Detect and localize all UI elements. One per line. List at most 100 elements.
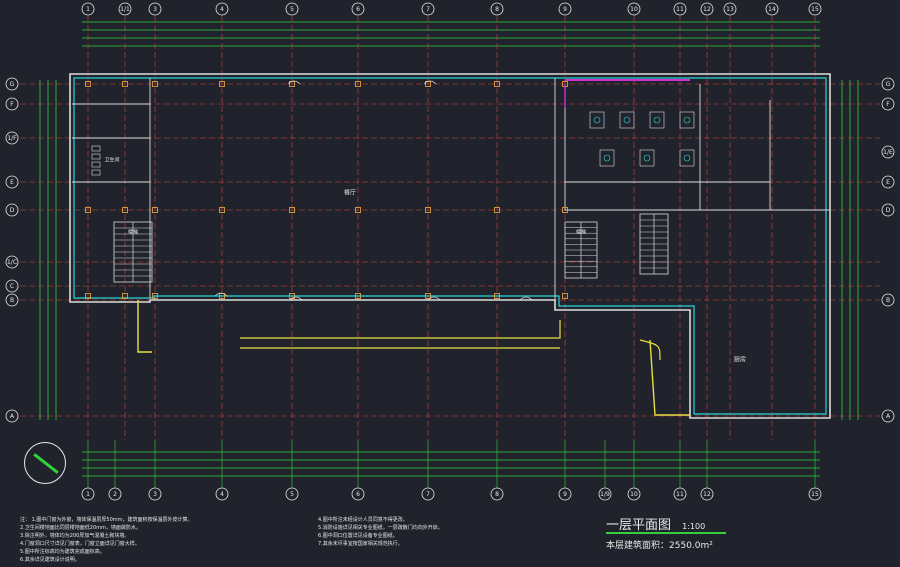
- row-axis-label: 1/E: [883, 149, 893, 156]
- column-axis-bubble: [598, 487, 612, 501]
- fixture-detail: [653, 116, 661, 124]
- ramp-curve: [639, 339, 661, 361]
- structural-column: [425, 207, 431, 213]
- row-axis-bubble: [5, 293, 19, 307]
- column-axis-label: 5: [290, 6, 294, 13]
- room-fixture: [599, 149, 615, 167]
- column-axis-label: 9: [563, 491, 567, 498]
- room-label-dining: 餐厅: [344, 189, 356, 197]
- column-axis-bubble: [558, 2, 572, 16]
- column-axis-bubble: [215, 2, 229, 16]
- column-axis-bubble: [558, 487, 572, 501]
- fixture-detail: [593, 116, 601, 124]
- row-axis-bubble: [881, 145, 895, 159]
- structural-column: [152, 293, 158, 299]
- ramp-line: [137, 300, 152, 353]
- structural-column: [152, 81, 158, 87]
- room-fixture: [679, 111, 695, 129]
- column-axis-label: 1: [86, 6, 90, 13]
- column-axis-label: 15: [811, 6, 819, 13]
- column-axis-label: 6: [356, 6, 360, 13]
- structural-column: [85, 207, 91, 213]
- column-axis-bubble: [490, 487, 504, 501]
- column-axis-label: 8: [495, 491, 499, 498]
- column-axis-bubble: [81, 487, 95, 501]
- column-axis-label: 12: [703, 491, 711, 498]
- notes-right: 4.图中所注未经设计人员同意不得更改。 5.消防设施详见相关专业图纸，一层疏散门…: [318, 516, 598, 548]
- row-axis-label: E: [886, 179, 890, 186]
- row-axis-bubble: [5, 203, 19, 217]
- structural-column: [355, 207, 361, 213]
- row-axis-bubble: [881, 409, 895, 423]
- column-axis-bubble: [148, 487, 162, 501]
- column-axis-label: 6: [356, 491, 360, 498]
- structural-column: [219, 207, 225, 213]
- column-axis-label: 7: [426, 6, 430, 13]
- room-fixture: [619, 111, 635, 129]
- toilet-fixture: [91, 161, 101, 168]
- row-axis-label: D: [10, 207, 15, 214]
- column-axis-label: 13: [726, 6, 734, 13]
- column-axis-label: 3: [153, 491, 157, 498]
- structural-column: [355, 293, 361, 299]
- fixture-detail: [643, 154, 651, 162]
- door-swing: [289, 296, 303, 301]
- column-axis-label: 15: [811, 491, 819, 498]
- column-axis-bubble: [351, 2, 365, 16]
- column-axis-label: 5: [290, 491, 294, 498]
- door-swing: [287, 80, 301, 85]
- column-axis-bubble: [108, 487, 122, 501]
- ramp-line: [649, 339, 690, 416]
- column-axis-bubble: [148, 2, 162, 16]
- structural-column: [219, 293, 225, 299]
- fixture-detail: [683, 154, 691, 162]
- structural-column: [562, 293, 568, 299]
- column-axis-bubble: [765, 2, 779, 16]
- fixture-detail: [683, 116, 691, 124]
- column-axis-label: 10: [630, 491, 638, 498]
- note-line: 1.图中门窗为外窗，墙体保温层厚50mm，建筑面积按保温层外皮计算。: [31, 517, 193, 523]
- area-value: 2550.0m²: [669, 541, 713, 551]
- column-axis-bubble: [351, 487, 365, 501]
- row-axis-bubble: [881, 203, 895, 217]
- column-axis-label: 1: [86, 491, 90, 498]
- column-axis-label: 4: [220, 491, 224, 498]
- row-axis-label: 1/C: [7, 259, 17, 266]
- column-axis-bubble: [700, 2, 714, 16]
- row-axis-bubble: [5, 175, 19, 189]
- structural-column: [562, 207, 568, 213]
- structural-column: [122, 293, 128, 299]
- row-axis-bubble: [881, 97, 895, 111]
- column-axis-bubble: [673, 487, 687, 501]
- column-axis-label: 10: [630, 6, 638, 13]
- room-label-stair: 楼梯: [128, 229, 138, 236]
- title-underline: [606, 532, 726, 534]
- structural-column: [122, 207, 128, 213]
- row-axis-label: G: [886, 81, 891, 88]
- row-axis-label: 1/F: [7, 135, 17, 142]
- area-block: 本层建筑面积：2550.0m²: [606, 538, 713, 551]
- door-swing: [423, 80, 437, 85]
- row-axis-label: A: [886, 413, 891, 420]
- row-axis-bubble: [5, 131, 19, 145]
- column-axis-bubble: [673, 2, 687, 16]
- note-line: 4.门窗洞口尺寸详见门窗表，门窗立面详见门窗大样。: [20, 541, 140, 547]
- drawing-title-block: 一层平面图 1:100: [606, 514, 726, 533]
- room-fixture: [639, 149, 655, 167]
- column-axis-bubble: [421, 2, 435, 16]
- column-axis-bubble: [808, 487, 822, 501]
- column-axis-label: 7: [426, 491, 430, 498]
- note-line: 6.其余详见建筑设计说明。: [20, 557, 80, 563]
- structural-column: [152, 207, 158, 213]
- row-axis-label: E: [10, 179, 14, 186]
- door-swing: [427, 296, 441, 301]
- note-line: 2.卫生间楼地面比同层楼地面低20mm，墙面做防水。: [20, 525, 141, 531]
- door-swing: [519, 296, 533, 301]
- note-line: 3.除注明外，墙体均为200厚加气混凝土砌块墙。: [20, 533, 130, 539]
- toilet-fixture: [91, 169, 101, 176]
- notes-heading: 注：: [20, 517, 31, 523]
- structural-column: [85, 293, 91, 299]
- room-label-kitchen: 厨房: [734, 356, 746, 364]
- room-fixture: [589, 111, 605, 129]
